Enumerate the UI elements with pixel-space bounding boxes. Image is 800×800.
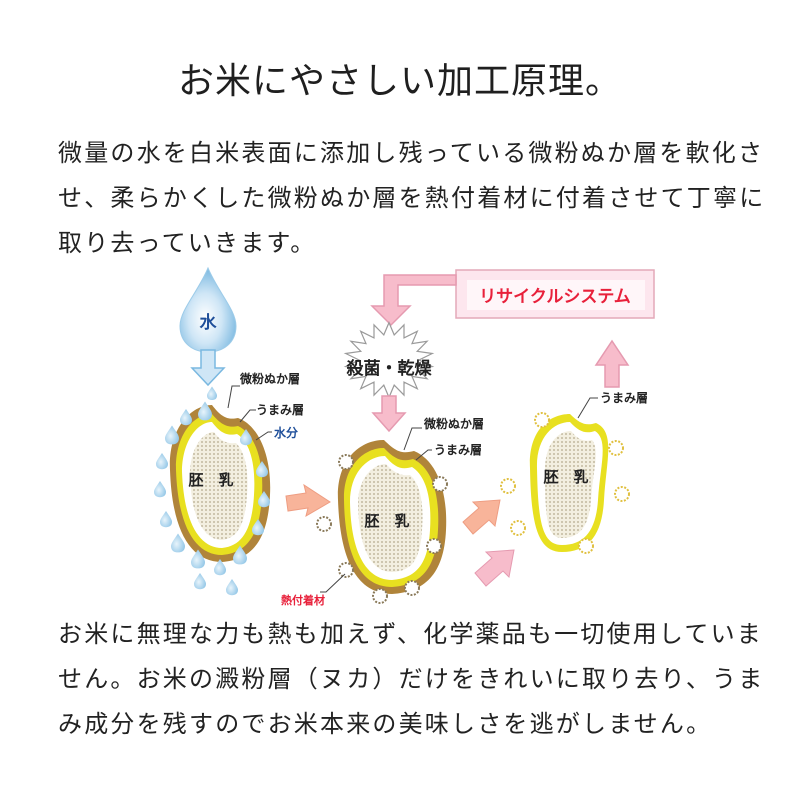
- water-droplet: [165, 425, 179, 445]
- intro-line: せ、柔らかくした微粉ぬか層を熱付着材に付着させて丁寧に: [58, 184, 766, 212]
- arrow-diagonal-icon: [474, 549, 515, 587]
- arrow-diagonal-icon: [462, 499, 501, 535]
- recycle-system-label: リサイクルシステム: [479, 287, 631, 307]
- recycle-system-box: [455, 269, 655, 319]
- bent-arrow-icon: [370, 274, 457, 327]
- water-droplet: [207, 386, 217, 400]
- water-droplet: [214, 559, 226, 576]
- grain3-umami-label: うまみ層: [600, 391, 648, 405]
- intro-line: 取り去っていきます。: [58, 229, 317, 257]
- closing-line: お米に無理な力も熱も加えず、化学薬品も一切使用していま: [58, 620, 763, 648]
- water-droplet: [154, 481, 166, 498]
- heat-binding-bead: [316, 516, 332, 532]
- closing-line: せん。お米の澱粉層（ヌカ）だけをきれいに取り去り、うま: [58, 665, 765, 693]
- water-droplets: [154, 386, 270, 596]
- water-droplet: [256, 461, 268, 478]
- grain1-umami-label: うまみ層: [256, 403, 304, 417]
- intro-paragraph: 微量の水を白米表面に添加し残っている微粉ぬか層を軟化さ せ、柔らかくした微粉ぬか…: [58, 131, 766, 266]
- water-droplet: [240, 429, 252, 446]
- heat-binding-bead: [372, 588, 388, 604]
- water-droplet: [233, 545, 247, 565]
- heat-binding-bead: [432, 476, 448, 492]
- closing-paragraph: お米に無理な力も熱も加えず、化学薬品も一切使用していま せん。お米の澱粉層（ヌカ…: [58, 612, 765, 747]
- heat-binding-bead: [614, 486, 630, 502]
- intro-line: 微量の水を白米表面に添加し残っている微粉ぬか層を軟化さ: [58, 139, 765, 167]
- arrow-down-icon: [371, 395, 407, 433]
- grain1-bran-label: 微粉ぬか層: [239, 371, 300, 386]
- grain2-umami-label: うまみ層: [434, 443, 482, 457]
- water-droplet: [180, 409, 192, 426]
- heat-binding-bead: [338, 454, 354, 470]
- heat-binding-bead: [338, 562, 354, 578]
- page-title: お米にやさしい加工原理。: [177, 61, 622, 102]
- water-droplet: [226, 579, 238, 596]
- water-droplet: [171, 533, 185, 553]
- heat-binding-bead: [608, 440, 624, 456]
- closing-line: み成分を残すのでお米本来の美味しさを逃がしません。: [58, 710, 713, 738]
- heat-binding-bead: [510, 520, 526, 536]
- grain2-bran-label: 微粉ぬか層: [423, 416, 484, 431]
- water-label: 水: [200, 312, 218, 333]
- heat-binding-bead: [578, 538, 594, 554]
- grain1-endosperm-label: 胚 乳: [188, 471, 233, 489]
- arrow-up-icon: [594, 339, 630, 388]
- rice-grain-1: [169, 405, 271, 562]
- water-droplet: [258, 491, 270, 508]
- heat-binding-bead: [500, 478, 516, 494]
- grain2-endosperm-label: 胚 乳: [364, 512, 409, 530]
- heat-binding-material-label: 熱付着材: [281, 593, 325, 607]
- grain3-endosperm-label: 胚 乳: [543, 468, 588, 486]
- heat-binding-beads: [500, 412, 630, 554]
- water-droplet: [194, 573, 206, 590]
- heat-binding-bead: [404, 580, 420, 596]
- heat-binding-beads: [316, 454, 448, 604]
- water-droplet: [156, 453, 168, 470]
- heat-binding-bead: [426, 538, 442, 554]
- sterilize-dry-label: 殺菌・乾燥: [346, 358, 433, 379]
- heat-binding-bead: [534, 412, 550, 428]
- arrow-down-icon: [190, 349, 226, 387]
- water-droplet: [198, 401, 212, 421]
- arrow-right-icon: [285, 483, 331, 518]
- water-droplet: [160, 511, 172, 528]
- water-droplet: [252, 519, 264, 536]
- water-droplet: [191, 549, 205, 569]
- rice-grain-2: [337, 440, 447, 594]
- grain1-moisture-label: 水分: [274, 425, 298, 440]
- water-drop: [179, 266, 237, 353]
- rice-grain-3: [529, 414, 609, 552]
